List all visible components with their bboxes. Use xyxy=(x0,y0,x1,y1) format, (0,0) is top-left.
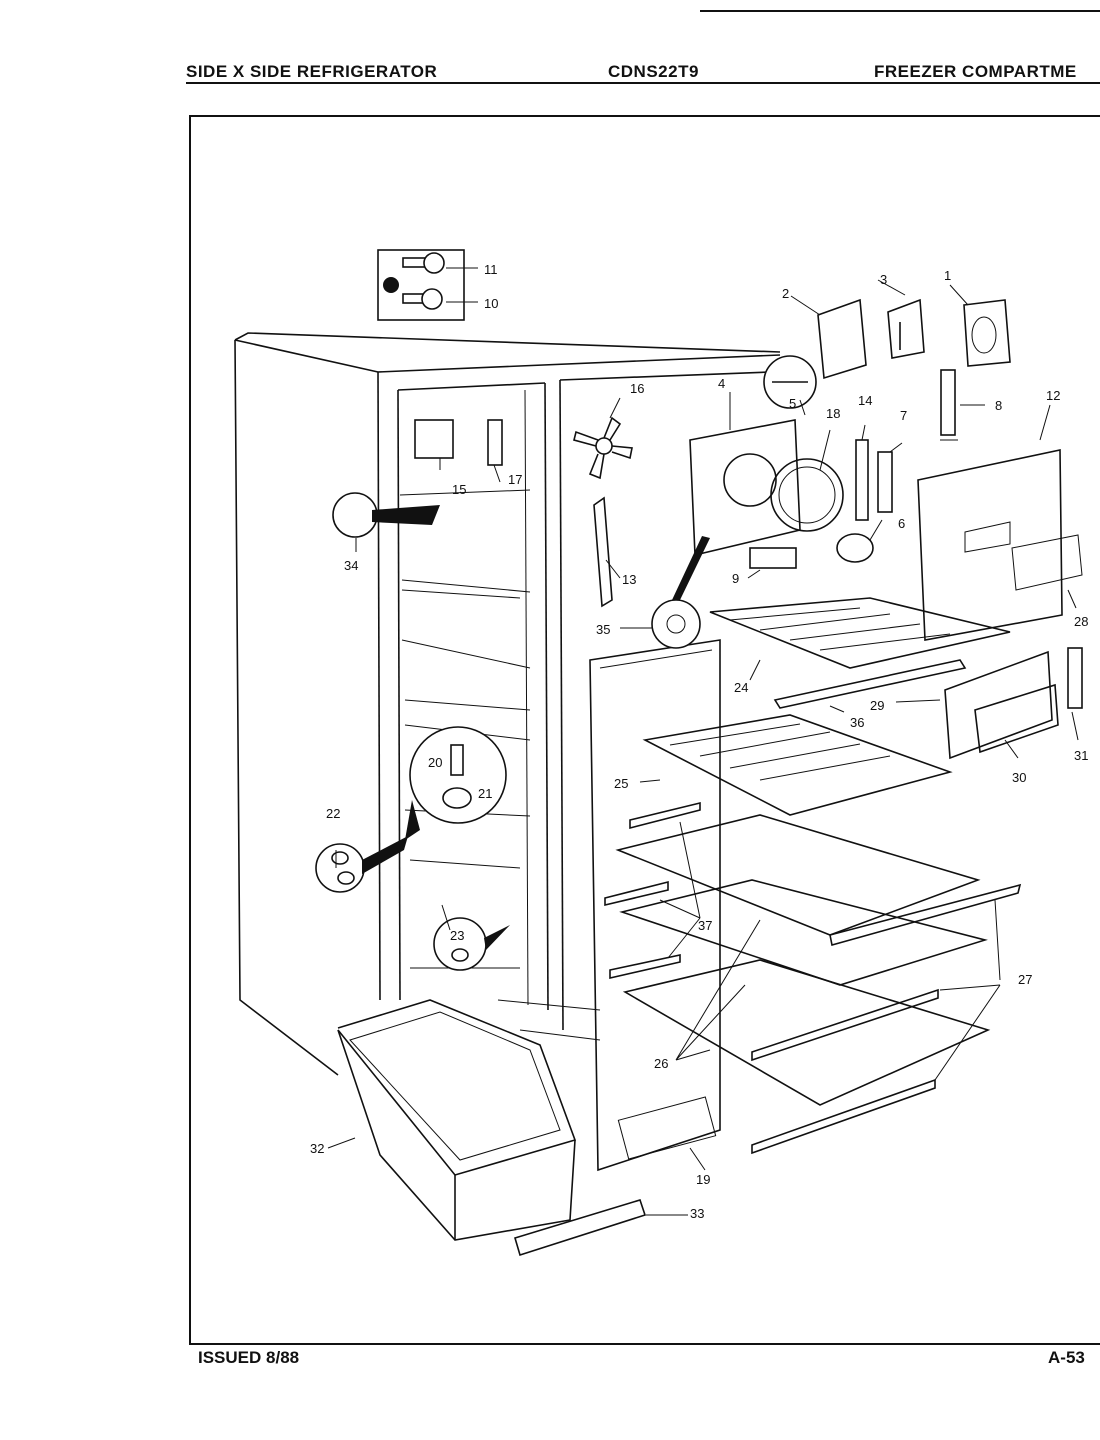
callout-20: 20 xyxy=(428,755,442,770)
callout-37: 37 xyxy=(698,918,712,933)
callout-23: 23 xyxy=(450,928,464,943)
top-parts-1-2-3 xyxy=(817,298,1011,380)
crisper-pan-32 xyxy=(337,999,577,1241)
callout-17: 17 xyxy=(508,472,522,487)
callout-12: 12 xyxy=(1046,388,1060,403)
callout-21: 21 xyxy=(478,786,492,801)
callout-13: 13 xyxy=(622,572,636,587)
header-title: SIDE X SIDE REFRIGERATOR xyxy=(186,62,438,81)
inset-detail-box xyxy=(377,249,478,321)
callout-18: 18 xyxy=(826,406,840,421)
rail-33 xyxy=(514,1199,647,1257)
door-bins-29-30 xyxy=(944,647,1083,760)
callout-labels: 1 2 3 4 5 6 7 8 9 10 11 12 13 14 15 16 1… xyxy=(310,262,1088,1221)
footer-page-number: A-53 xyxy=(1048,1348,1085,1367)
callout-3: 3 xyxy=(880,272,887,287)
callout-31: 31 xyxy=(1074,748,1088,763)
leader-lines xyxy=(327,279,1079,1216)
header-underline xyxy=(186,82,1100,84)
evaporator-cover-part-12 xyxy=(917,449,1083,641)
header-section: FREEZER COMPARTME xyxy=(874,62,1077,81)
header-model-number: CDNS22T9 xyxy=(608,62,699,81)
callout-5: 5 xyxy=(789,396,796,411)
callout-10: 10 xyxy=(484,296,498,311)
footer-issue-date: ISSUED 8/88 xyxy=(198,1348,300,1367)
callout-26: 26 xyxy=(654,1056,668,1071)
callout-6: 6 xyxy=(898,516,905,531)
callout-11: 11 xyxy=(484,262,498,277)
callout-25: 25 xyxy=(614,776,628,791)
callout-22: 22 xyxy=(326,806,340,821)
detail-circle-20-21 xyxy=(405,726,507,840)
callout-33: 33 xyxy=(690,1206,704,1221)
callout-8: 8 xyxy=(995,398,1002,413)
refrigerator-cabinet xyxy=(234,332,781,1076)
header-top-rule xyxy=(700,10,1100,12)
shelf-rails-27 xyxy=(604,801,1022,1155)
control-parts-15-17-34 xyxy=(332,419,503,538)
callout-1: 1 xyxy=(944,268,951,283)
callout-16: 16 xyxy=(630,381,644,396)
callout-2: 2 xyxy=(782,286,789,301)
callout-34: 34 xyxy=(344,558,358,573)
callout-30: 30 xyxy=(1012,770,1026,785)
callout-27: 27 xyxy=(1018,972,1032,987)
glass-shelves-26 xyxy=(615,814,991,1106)
detail-circles-22-23 xyxy=(315,836,510,971)
door-liner-part-19 xyxy=(589,639,721,1172)
diagram-frame xyxy=(189,115,1100,1345)
callout-15: 15 xyxy=(452,482,466,497)
callout-36: 36 xyxy=(850,715,864,730)
shelves-24-25 xyxy=(642,597,1011,816)
callout-19: 19 xyxy=(696,1172,710,1187)
callout-35: 35 xyxy=(596,622,610,637)
callout-32: 32 xyxy=(310,1141,324,1156)
callout-14: 14 xyxy=(858,393,872,408)
callout-4: 4 xyxy=(718,376,725,391)
callout-29: 29 xyxy=(870,698,884,713)
callout-9: 9 xyxy=(732,571,739,586)
callout-7: 7 xyxy=(900,408,907,423)
callout-28: 28 xyxy=(1074,614,1088,629)
callout-24: 24 xyxy=(734,680,748,695)
fan-and-motor-assembly xyxy=(573,355,956,649)
